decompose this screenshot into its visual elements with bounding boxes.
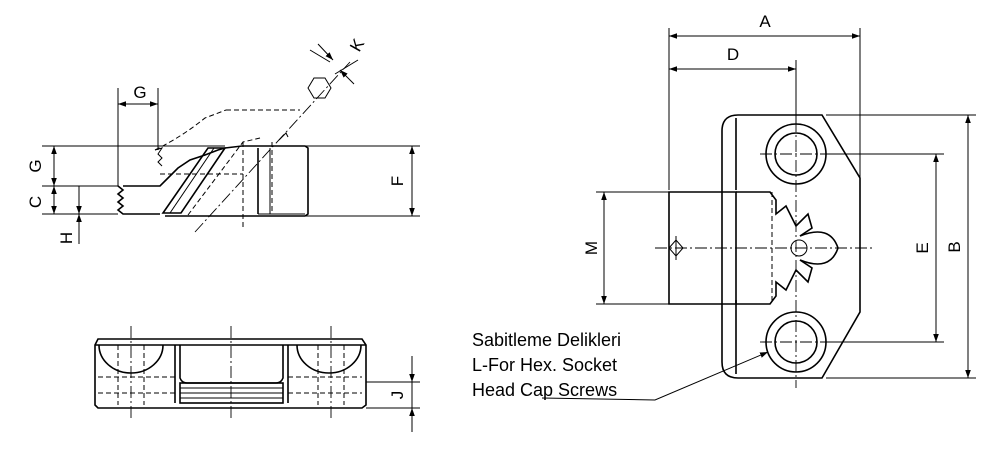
hex-key-symbol — [307, 77, 332, 99]
dim-label-M: M — [582, 241, 601, 255]
dim-label-K: K — [346, 35, 368, 55]
top-body-outline — [721, 114, 861, 379]
dim-label-E: E — [913, 242, 932, 253]
top-view — [541, 28, 976, 401]
note-leader — [541, 351, 769, 401]
dim-label-C: C — [26, 196, 45, 208]
dim-label-A: A — [759, 12, 771, 31]
dim-label-B: B — [945, 241, 964, 252]
dim-label-J: J — [388, 391, 407, 400]
note-line-1: Sabitleme Delikleri — [472, 330, 621, 350]
front-outline — [94, 338, 367, 409]
dim-label-H: H — [57, 232, 76, 244]
note-line-3: Head Cap Screws — [472, 380, 617, 400]
dim-label-D: D — [727, 45, 739, 64]
dim-label-G-top: G — [133, 83, 146, 102]
serrated-edge — [116, 185, 160, 215]
dim-label-G-side: G — [26, 159, 45, 172]
side-view — [42, 43, 420, 244]
wedge-slot — [161, 147, 227, 214]
note-line-2: L-For Hex. Socket — [472, 355, 617, 375]
dim-label-F: F — [388, 176, 407, 186]
front-view — [94, 326, 420, 432]
